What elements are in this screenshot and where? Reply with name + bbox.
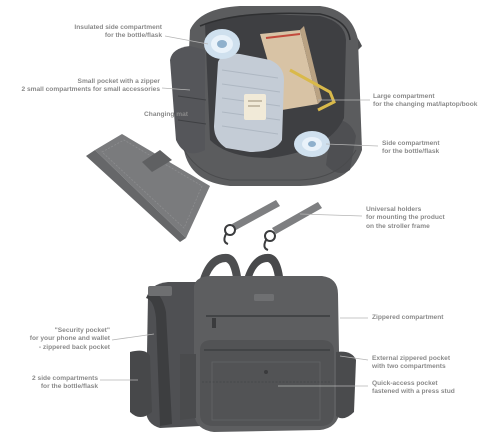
callout-text: Zippered compartment: [372, 314, 444, 321]
callout-text: Large compartment: [373, 93, 435, 100]
callout-security-pocket: "Security pocket" for your phone and wal…: [30, 327, 110, 352]
closed-bag-illustration: [130, 253, 356, 432]
callout-text: for mounting the product: [366, 214, 445, 222]
callout-text: Universal holders: [366, 206, 422, 213]
leader-lines: [100, 35, 379, 387]
callout-two-side-compartments: 2 side compartments for the bottle/flask: [32, 375, 98, 392]
callout-zippered-compartment: Zippered compartment: [372, 314, 443, 322]
callout-text: fastened with a press stud: [372, 388, 455, 396]
open-bag-illustration: [170, 6, 362, 186]
callout-text: Side compartment: [382, 140, 440, 147]
callout-universal-holders: Universal holders for mounting the produ…: [366, 206, 445, 231]
callout-text: "Security pocket": [54, 327, 110, 334]
callout-external-zippered-pocket: External zippered pocket with two compar…: [372, 355, 450, 372]
callout-text: 2 side compartments: [32, 375, 98, 382]
callout-text: for your phone and wallet: [29, 335, 110, 343]
callout-text: Quick-access pocket: [372, 380, 438, 387]
stroller-holders-illustration: [223, 200, 322, 251]
callout-large-compartment: Large compartment for the changing mat/l…: [373, 93, 477, 110]
callout-side-compartment: Side compartment for the bottle/flask: [382, 140, 440, 157]
book-illustration: [260, 26, 336, 112]
callout-text: with two compartments: [372, 363, 446, 371]
bottle-illustration: [204, 29, 240, 59]
callout-text: on the stroller frame: [366, 222, 430, 230]
callout-text: for the bottle/flask: [104, 32, 162, 40]
callout-text: for the changing mat/laptop/book: [373, 101, 478, 109]
callout-quick-access-pocket: Quick-access pocket fastened with a pres…: [372, 380, 455, 397]
callout-text: - zippered back pocket: [38, 343, 110, 351]
bottle-illustration-2: [294, 131, 330, 157]
callout-text: Insulated side compartment: [74, 24, 162, 31]
callout-text: for the bottle/flask: [382, 148, 440, 156]
callout-text: Changing mat: [144, 111, 188, 118]
callout-text: for the bottle/flask: [40, 383, 98, 391]
callout-changing-mat: Changing mat: [144, 111, 188, 119]
changing-mat-illustration: [86, 134, 210, 242]
callout-small-pocket: Small pocket with a zipper 2 small compa…: [21, 78, 160, 95]
callout-text: 2 small compartments for small accessori…: [21, 86, 160, 94]
rolled-mat-illustration: [214, 53, 284, 152]
callout-text: External zippered pocket: [372, 355, 451, 362]
callout-insulated-side-compartment: Insulated side compartment for the bottl…: [74, 24, 162, 41]
callout-text: Small pocket with a zipper: [77, 78, 160, 85]
